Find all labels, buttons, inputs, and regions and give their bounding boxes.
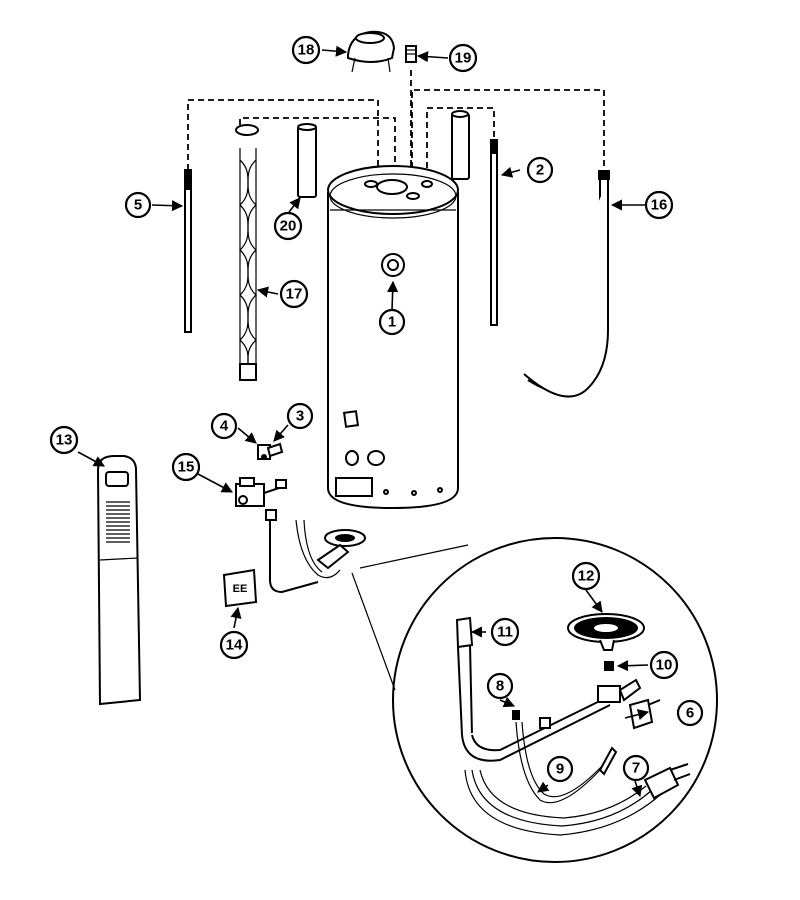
callout-7-label: 7 — [632, 760, 640, 777]
callout-13: 13 — [49, 425, 79, 455]
callout-18: 18 — [291, 35, 321, 65]
thermostat-well — [381, 253, 405, 277]
callout-15: 15 — [171, 452, 201, 482]
callout-14: 14 — [219, 630, 249, 660]
pilot-tubes-part — [464, 763, 691, 836]
callout-17: 17 — [279, 279, 309, 309]
anode-rod-part — [184, 169, 192, 333]
callout-5: 5 — [124, 191, 152, 219]
callout-6: 6 — [676, 699, 704, 727]
callout-18-label: 18 — [298, 42, 315, 59]
small-nipple-part — [405, 45, 417, 63]
callout-4: 4 — [210, 412, 238, 440]
callout-20: 20 — [273, 211, 303, 241]
thermocouple-part — [512, 710, 618, 804]
detail-magnifier — [351, 537, 718, 863]
callout-12: 12 — [571, 561, 601, 591]
callout-15-label: 15 — [178, 459, 195, 476]
callout-9: 9 — [546, 755, 574, 783]
callout-17-label: 17 — [286, 286, 303, 303]
callout-19-label: 19 — [455, 50, 472, 67]
burner-assembly — [265, 509, 366, 594]
door-vent-slots — [106, 501, 130, 543]
callout-3-label: 3 — [296, 408, 304, 425]
orifice-part — [604, 661, 614, 671]
burner-disc-part — [567, 613, 645, 651]
outer-door-part — [96, 455, 142, 706]
callout-16-label: 16 — [651, 197, 668, 214]
callout-19: 19 — [448, 43, 478, 73]
callout-10: 10 — [649, 650, 679, 680]
callout-13-label: 13 — [56, 432, 73, 449]
callout-2: 2 — [526, 156, 554, 184]
callout-10-label: 10 — [656, 657, 673, 674]
pipe-nipple-left-part — [297, 123, 317, 198]
callout-1: 1 — [378, 308, 406, 336]
callout-2-label: 2 — [536, 162, 544, 179]
leader-lines — [77, 45, 650, 798]
callout-20-label: 20 — [280, 218, 297, 235]
label-plate-text: EE — [233, 583, 248, 595]
callout-14-label: 14 — [226, 637, 243, 654]
dashed-guide-lines — [187, 70, 605, 180]
pipe-nipple-right-part — [451, 110, 470, 180]
callout-4-label: 4 — [220, 418, 229, 435]
callout-6-label: 6 — [686, 705, 694, 722]
drain-valve-parts — [257, 442, 284, 460]
callout-8: 8 — [486, 672, 514, 700]
callout-1-label: 1 — [388, 314, 396, 331]
gas-control-valve-part — [235, 477, 287, 507]
callout-7: 7 — [622, 754, 650, 782]
callout-3: 3 — [286, 402, 314, 430]
small-fitting-part — [539, 717, 551, 729]
rod-part — [490, 139, 498, 326]
callout-11-label: 11 — [497, 624, 513, 641]
callout-12-label: 12 — [578, 568, 595, 585]
callout-8-label: 8 — [496, 678, 504, 695]
callout-11: 11 — [490, 617, 520, 647]
water-heater-tank — [327, 165, 459, 510]
twisted-dip-tube-part — [235, 124, 259, 381]
top-cap-part — [347, 30, 396, 73]
callout-5-label: 5 — [134, 197, 142, 214]
callout-9-label: 9 — [556, 761, 564, 778]
flexible-tube-part — [523, 170, 610, 398]
label-plate-part: EE — [222, 568, 258, 608]
callout-16: 16 — [644, 190, 674, 220]
